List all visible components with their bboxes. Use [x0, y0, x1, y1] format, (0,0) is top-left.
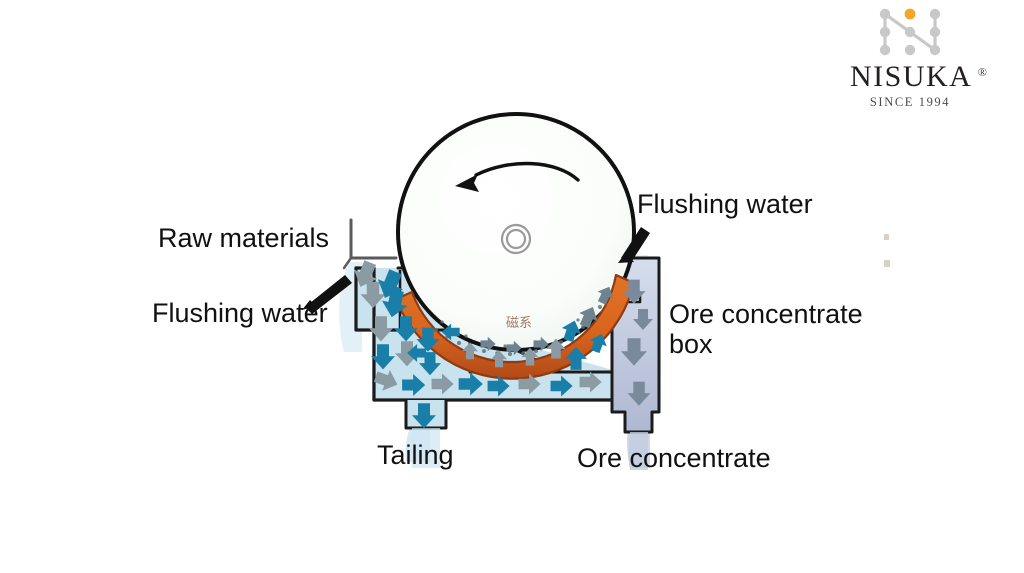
flow-arrows-under-drum: [462, 283, 618, 370]
rotating-drum: [396, 112, 636, 352]
flushing-water-pointer-right: [618, 227, 650, 264]
edge-artifact-mark: [884, 234, 889, 240]
brand-logo: NISUKA ® SINCE 1994: [850, 4, 987, 110]
logo-accent-dot: [904, 8, 916, 20]
drum-shaft-hub: [500, 223, 532, 255]
label-ore-concentrate: Ore concentrate: [577, 443, 771, 473]
separation-tank: [354, 266, 622, 402]
label-flushing-water-left: Flushing water: [152, 298, 328, 328]
label-ore-concentrate-box: Ore concentrate box: [669, 299, 863, 360]
edge-artifact-mark: [884, 260, 890, 267]
flow-arrows-concentrate-channel: [621, 279, 653, 406]
raw-material-feed-chute: [342, 218, 398, 270]
label-tailing: Tailing: [377, 440, 454, 470]
brand-name: NISUKA ®: [850, 60, 987, 93]
label-raw-materials: Raw materials: [158, 223, 330, 253]
ore-concentrate-discharge-channel: [602, 256, 661, 470]
water-halo-group: [339, 255, 650, 468]
magnet-arc-caption: 磁系: [506, 316, 532, 331]
counterclockwise-rotation-arrow: [455, 161, 580, 192]
magnetic-particles: [434, 305, 602, 357]
flow-arrows-left-basin: [360, 281, 602, 429]
registered-trademark-icon: ®: [977, 65, 989, 79]
magnetic-system-arc: 磁系: [394, 273, 636, 380]
label-flushing-water-right: Flushing water: [637, 189, 813, 219]
flow-arrows-feed-inlet: [348, 257, 409, 304]
brand-name-text: NISUKA: [850, 60, 973, 93]
nisuka-dot-grid-logo-icon: [879, 8, 941, 56]
brand-tagline: SINCE 1994: [869, 95, 951, 109]
